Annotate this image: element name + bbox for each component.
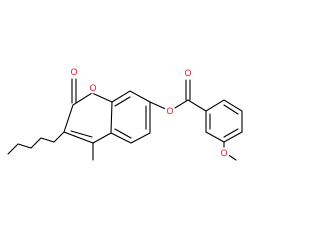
benzo-ring: [110, 90, 151, 144]
ketone-oxygen-atom: O: [182, 67, 194, 79]
ether-oxygen-atom: O: [164, 105, 176, 117]
methoxy-oxygen-label: O: [220, 148, 227, 158]
ketone-oxygen-label: O: [184, 68, 191, 78]
carbonyl-oxygen-atom: O: [68, 66, 80, 78]
chemical-structure: O O O O O: [7, 66, 243, 161]
methoxy-oxygen-atom: O: [218, 147, 230, 159]
lactone-carbonyl-bond: [71, 78, 77, 104]
phenyl-ring: [205, 99, 243, 143]
c3-c4-double-bond: [70, 130, 93, 138]
benzo-ring-inner-bonds: [114, 96, 147, 139]
lactone-oxygen-atom: O: [87, 82, 99, 94]
carbonyl-oxygen-label: O: [70, 67, 77, 77]
hexyl-chain: [7, 131, 65, 155]
ketone-carbonyl-bond: [185, 79, 191, 101]
oxyacetyl-linker: [149, 99, 207, 112]
ether-oxygen-label: O: [166, 106, 173, 116]
lactone-oxygen-label: O: [89, 83, 96, 93]
bond-skeleton: [7, 78, 243, 161]
phenyl-ring-inner-bonds: [209, 104, 239, 138]
